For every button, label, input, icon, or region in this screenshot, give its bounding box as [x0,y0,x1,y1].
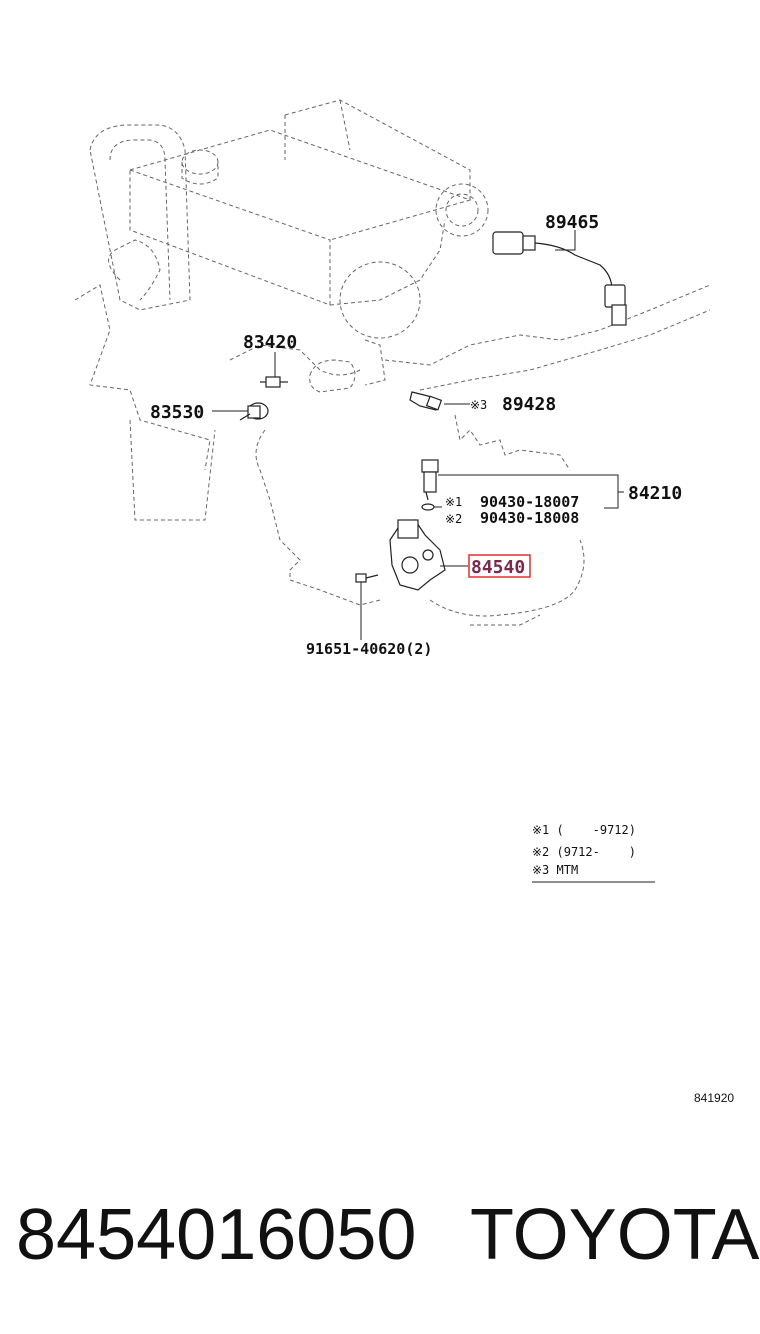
label-90430-18008[interactable]: 90430-18008 [480,509,579,527]
engine-outline [74,99,711,626]
label-84210[interactable]: 84210 [628,483,682,504]
sensor-83420[interactable] [260,376,288,388]
label-89465[interactable]: 89465 [545,212,599,233]
footer: 8454016050 TOYOTA [0,1180,760,1290]
label-83530[interactable]: 83530 [150,402,204,423]
brand-name: TOYOTA [470,1195,760,1275]
notes-legend: ※1 ( -9712) ※2 (9712- ) ※3 MTM [532,823,655,883]
label-89428[interactable]: 89428 [502,394,556,415]
mark-2: ※2 [445,512,462,526]
label-90430-18007[interactable]: 90430-18007 [480,493,579,511]
label-83420[interactable]: 83420 [243,332,297,353]
speed-sensor-84540[interactable] [389,519,446,591]
switch-89428[interactable] [409,391,443,411]
leader-lines [212,230,624,640]
mark-1: ※1 [445,495,462,509]
oxygen-sensor-89465[interactable] [492,231,627,326]
note-2: ※2 (9712- ) [532,845,636,859]
highlight-box-84540 [468,554,531,578]
sensor-84210[interactable] [421,459,439,511]
mark-3-89428: ※3 [470,398,487,412]
note-3: ※3 MTM [532,863,578,877]
diagram-ref-code: 841920 [694,1091,734,1105]
label-84540[interactable]: 84540 [471,557,525,578]
note-1: ※1 ( -9712) [532,823,636,837]
part-number: 8454016050 [16,1195,417,1275]
bolt-91651[interactable] [355,573,379,583]
label-91651-40620[interactable]: 91651-40620(2) [306,640,432,658]
